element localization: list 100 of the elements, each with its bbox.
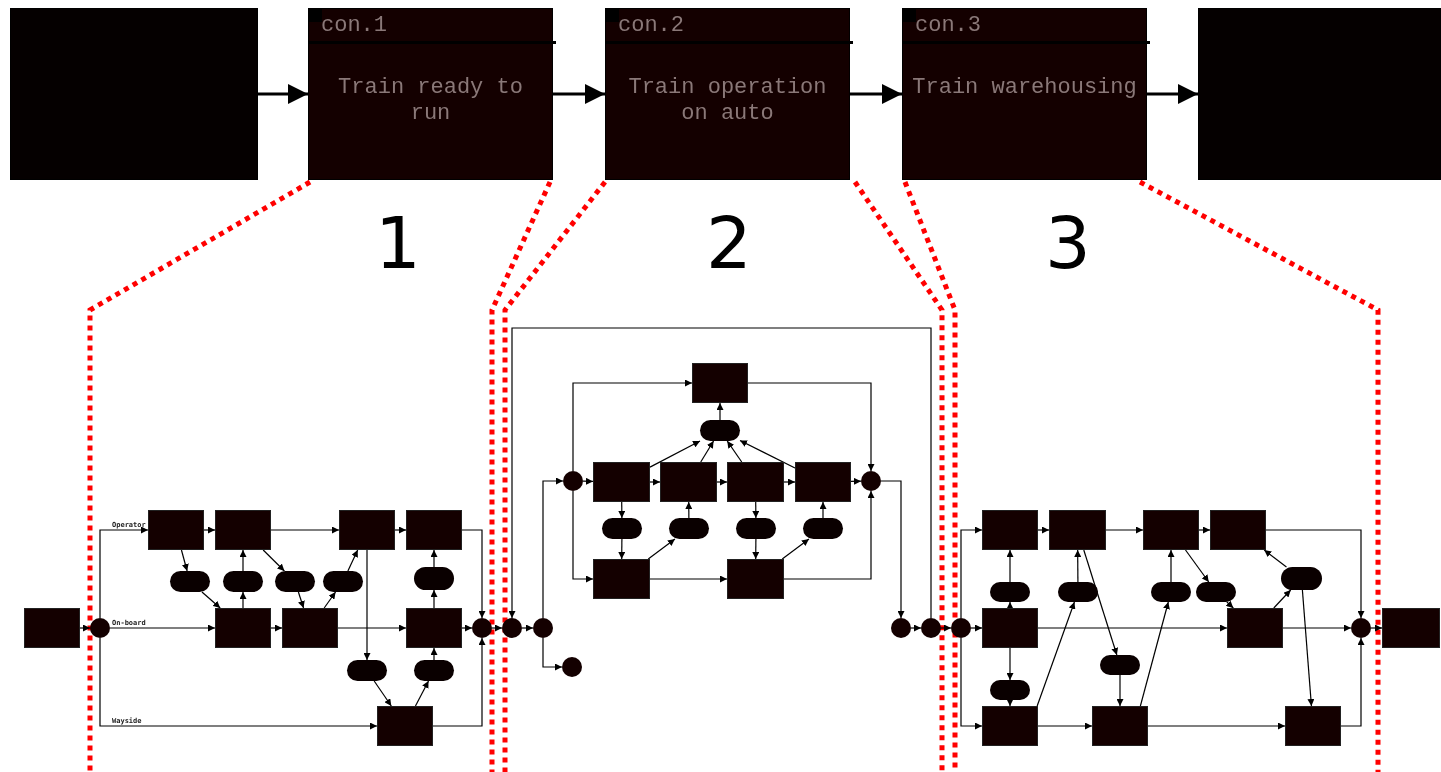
stage-box [902,8,1147,180]
arrow [1273,589,1292,609]
arrow [752,501,760,519]
arrow [1225,600,1234,609]
arrow [1036,601,1076,707]
process-box [148,510,204,550]
process-box [1227,608,1283,648]
arrow [414,680,430,707]
arrow [716,478,728,486]
arrow [347,549,359,572]
process-box [24,608,80,648]
arrow [508,327,932,619]
arrow [1006,601,1014,609]
process-box [593,462,650,502]
arrow [850,477,862,485]
arrow [99,526,149,619]
arrow [1370,624,1383,632]
arrow [960,526,983,619]
arrow [109,624,216,632]
stage-box [605,8,850,180]
junction-circle [533,618,553,638]
process-box [692,363,748,403]
arrow [297,591,305,609]
arrow [258,84,308,104]
arrow [783,490,875,580]
arrow [1139,601,1170,707]
process-box [1382,608,1440,648]
arrow [1263,549,1288,568]
process-box [1285,706,1341,746]
arrow [726,440,743,463]
arrow [1006,549,1014,583]
process-box [406,608,462,648]
process-box [1049,510,1106,550]
arrow [1105,526,1144,534]
process-box [339,510,395,550]
arrow [1184,549,1210,583]
panel-number: 2 [706,205,752,281]
process-box [727,462,784,502]
arrow [201,591,221,609]
process-box [727,559,784,599]
junction-circle [891,618,911,638]
process-box [1210,510,1266,550]
arrow [647,538,676,560]
process-box [982,608,1038,648]
stage-box [308,8,553,180]
arrow [649,440,701,468]
junction-circle [921,618,941,638]
arrow [79,624,91,632]
process-box [10,8,258,180]
junction-circle [563,471,583,491]
arrow [1198,526,1211,534]
arrow [430,549,438,568]
arrow [430,589,438,609]
process-box [982,510,1038,550]
process-box [282,608,338,648]
arrow [461,529,486,619]
process-box [1092,706,1148,746]
arrow [1037,722,1093,730]
arrow [239,591,247,609]
arrow [1340,637,1365,727]
arrow [649,478,661,486]
arrow [432,637,486,727]
panel-number: 1 [375,205,421,281]
arrow [747,382,875,472]
arrow [850,84,902,104]
arrow [880,480,905,619]
junction-circle [472,618,492,638]
process-box [795,462,851,502]
process-box [593,559,650,599]
panel-number: 3 [1045,205,1091,281]
arrow [363,549,371,661]
arrow [491,624,503,632]
arrow [394,526,407,534]
arrow [1037,526,1050,534]
arrow [203,526,216,534]
arrow [542,477,564,619]
arrow [239,549,247,572]
process-box [215,608,271,648]
arrow [99,637,378,730]
junction-circle [90,618,110,638]
arrow [373,680,392,707]
stage-title: Train warehousing [911,75,1138,101]
arrow [739,439,796,469]
arrow [1006,699,1014,707]
junction-circle [1351,618,1371,638]
arrow [337,624,407,632]
arrow [1167,549,1175,583]
arrow [1083,549,1119,656]
process-box [406,510,462,550]
arrow [521,624,534,632]
arrow [572,490,594,583]
arrow [618,538,626,560]
arrow [262,549,285,572]
arrow [819,501,827,519]
arrow [582,477,594,485]
arrow [1147,722,1286,730]
arrow [1265,529,1365,619]
arrow [1301,589,1315,707]
arrow [649,575,728,583]
arrow [1037,624,1228,632]
